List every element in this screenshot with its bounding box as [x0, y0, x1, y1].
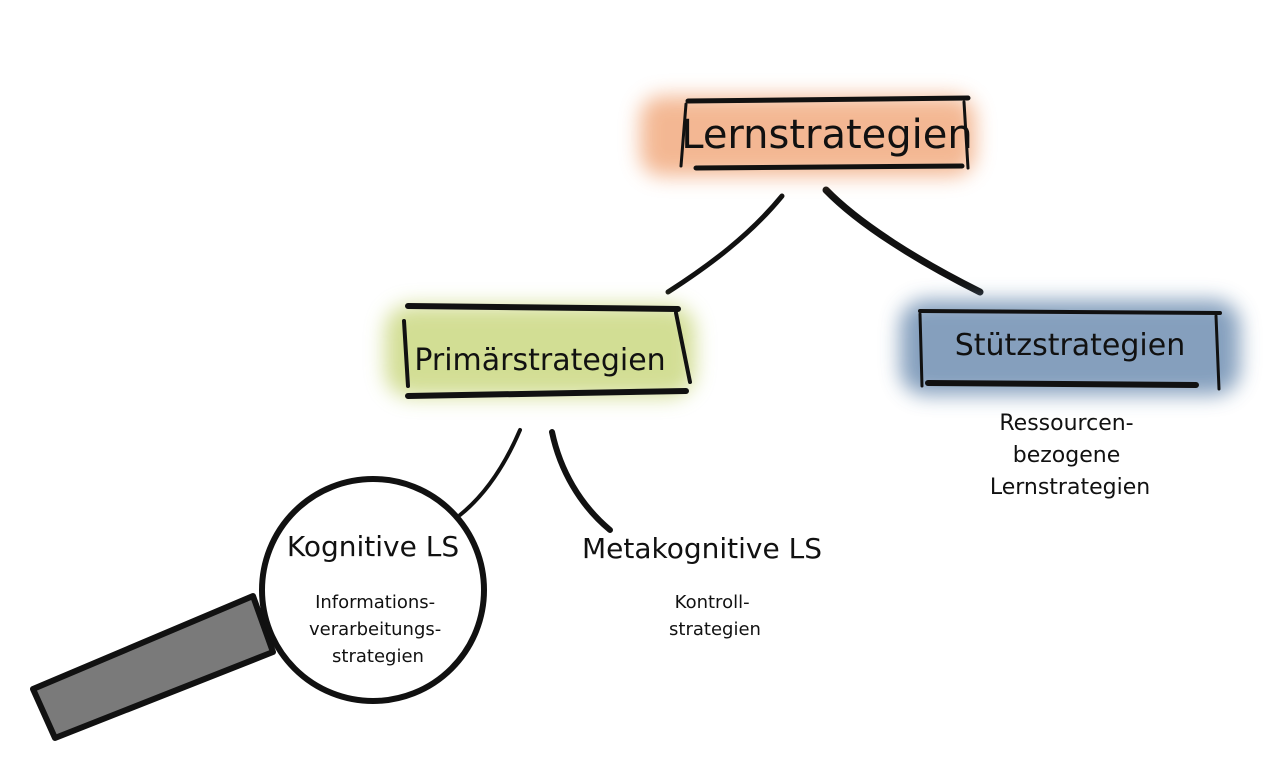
- node-primaerstrategien: Primärstrategien: [385, 303, 695, 399]
- root-right-border: [962, 100, 970, 170]
- edge-root-to-support: [822, 186, 984, 296]
- support-label: Stützstrategien: [955, 328, 1186, 363]
- metacognitive-label: Metakognitive LS: [582, 532, 822, 565]
- magnifier-lens: [259, 476, 487, 704]
- primary-label: Primärstrategien: [414, 343, 665, 378]
- cognitive-description: Informations- verarbeitungs- strategien: [309, 592, 447, 667]
- node-metakognitive-ls: Metakognitive LS Kontroll- strategien: [582, 532, 822, 640]
- cognitive-description-line-3: strategien: [332, 646, 424, 667]
- root-bottom-border: [693, 163, 965, 171]
- support-description: Ressourcen- bezogene Lernstrategien: [990, 411, 1150, 500]
- metacognitive-description-line-1: Kontroll-: [675, 592, 750, 613]
- node-stuetzstrategien: Stützstrategien Ressourcen- bezogene Ler…: [900, 300, 1240, 500]
- metacognitive-description-line-2: strategien: [669, 619, 761, 640]
- cognitive-label: Kognitive LS: [287, 530, 459, 563]
- connector-lines: [458, 186, 984, 533]
- root-label: Lernstrategien: [681, 112, 973, 158]
- root-watercolor-fill: [640, 96, 975, 176]
- cognitive-description-line-2: verarbeitungs-: [309, 619, 441, 640]
- edge-primary-to-metacognitive: [549, 429, 613, 533]
- primary-bottom-border: [405, 388, 689, 399]
- support-description-line-2: bezogene: [1013, 443, 1121, 468]
- support-top-border: [918, 309, 1222, 315]
- support-watercolor-fill: [900, 300, 1240, 395]
- cognitive-description-line-1: Informations-: [315, 592, 435, 613]
- support-description-line-3: Lernstrategien: [990, 475, 1150, 500]
- edge-primary-to-cognitive: [458, 428, 522, 517]
- root-top-border: [685, 95, 971, 104]
- metacognitive-description: Kontroll- strategien: [669, 592, 761, 640]
- root-left-border: [679, 102, 688, 168]
- node-kognitive-ls: Kognitive LS Informations- verarbeitungs…: [287, 530, 459, 667]
- magnifier-handle: [30, 593, 276, 741]
- support-left-border: [918, 312, 924, 388]
- primary-right-border: [674, 311, 692, 384]
- magnifier-icon: [30, 476, 487, 741]
- support-description-line-1: Ressourcen-: [999, 411, 1133, 436]
- primary-top-border: [405, 303, 681, 312]
- support-bottom-border: [925, 380, 1199, 388]
- node-lernstrategien: Lernstrategien: [640, 95, 975, 176]
- primary-watercolor-fill: [385, 305, 695, 397]
- edge-root-to-primary: [665, 193, 785, 295]
- primary-left-border: [402, 319, 410, 388]
- support-right-border: [1214, 314, 1221, 391]
